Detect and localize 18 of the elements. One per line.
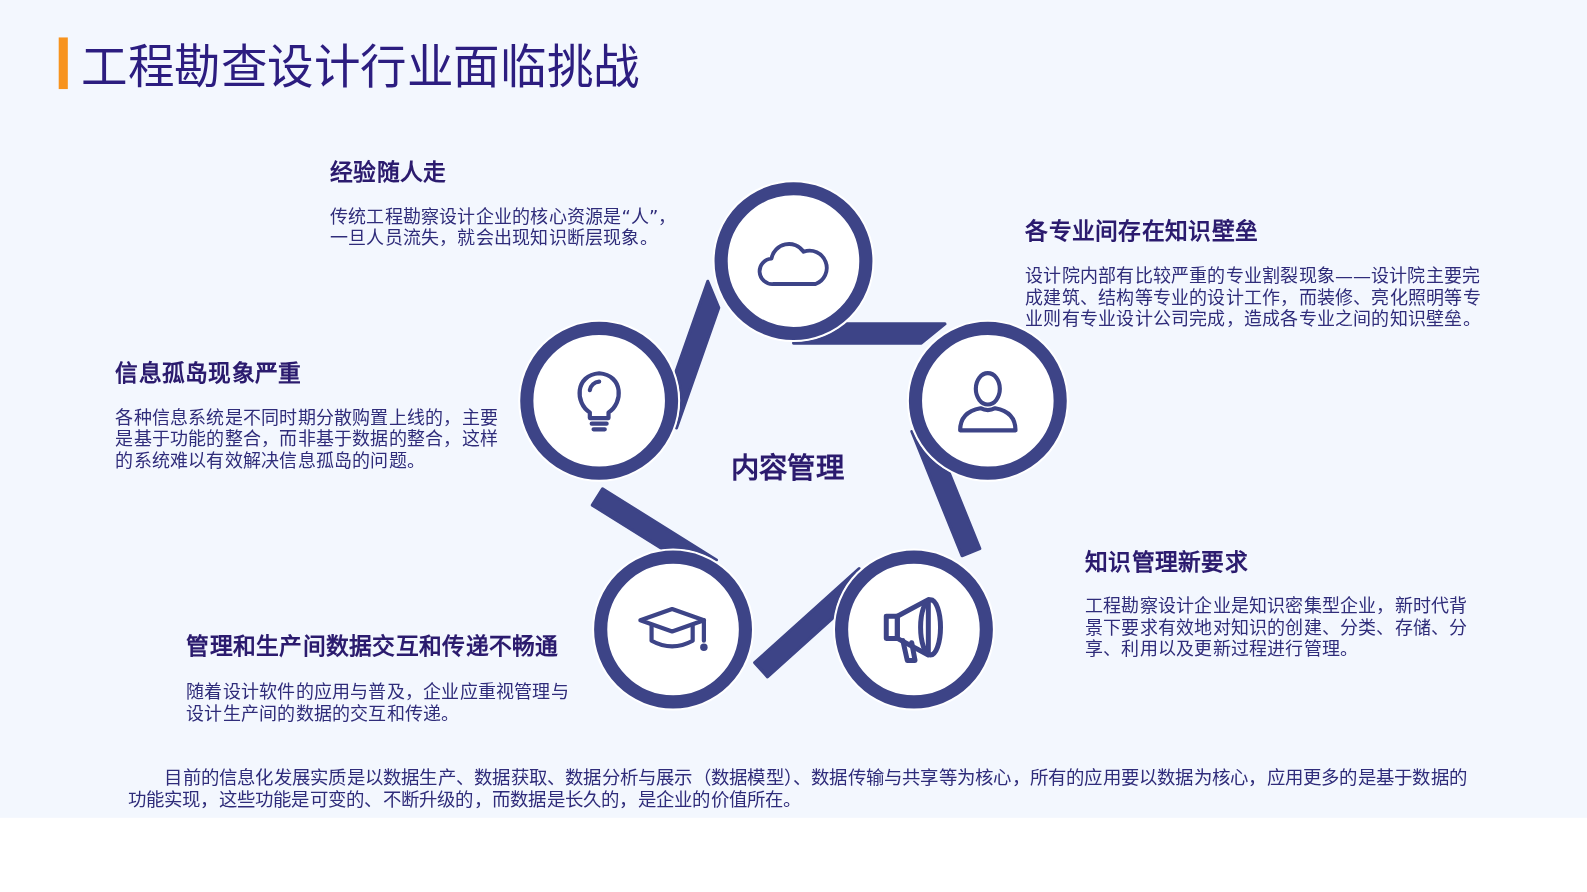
connector-band bbox=[590, 487, 718, 562]
connector-band bbox=[910, 429, 982, 558]
connector-band bbox=[792, 322, 947, 345]
description-text: 随着设计软件的应用与普及，企业应重视管理与设计生产间的数据的交互和传递。 bbox=[186, 680, 570, 724]
section-heading: 经验随人走 bbox=[329, 157, 447, 187]
section-heading: 信息孤岛现象严重 bbox=[115, 358, 302, 387]
description-text: 传统工程勘察设计企业的核心资源是“人”，一旦人员流失，就会出现知识断层现象。 bbox=[329, 204, 678, 248]
connector-band bbox=[753, 567, 861, 679]
description-text: 工程勘察设计企业是知识密集型企业，新时代背景下要求有效地对知识的创建、分类、存储、分享、利用以及更新过程进行管理。 bbox=[1085, 594, 1469, 659]
section-heading: 各专业间存在知识壁垒 bbox=[1025, 216, 1259, 245]
center-label: 内容管理 bbox=[730, 450, 845, 487]
connector-band bbox=[674, 279, 721, 430]
section-heading: 管理和生产间数据交互和传递不畅通 bbox=[186, 631, 559, 660]
description-text: 各种信息系统是不同时期分散购置上线的，主要是基于功能的整合，而非基于数据的整合，这样的系统难以有效解决信息孤岛的问题。 bbox=[115, 406, 499, 471]
page-title: 工程勘查设计行业面临挑战 bbox=[80, 38, 640, 96]
description-text: 设计院内部有比较严重的专业割裂现象——设计院主要完成建筑、结构等专业的设计工作，而装修、亮化照明等专业则有专业设计公司完成，造成各专业之间的知识壁垒。 bbox=[1025, 264, 1482, 329]
section-heading: 知识管理新要求 bbox=[1085, 547, 1248, 576]
note-text: 目前的信息化发展实质是以数据生产、数据获取、数据分析与展示（数据模型）、数据传输与共享等为核心，所有的应用要以数据为核心，应用更多的是基于数据的功能实现，这些功能是可变的、不断升级的，而数据是长久的，是企业的价值所在。 bbox=[127, 766, 1468, 810]
